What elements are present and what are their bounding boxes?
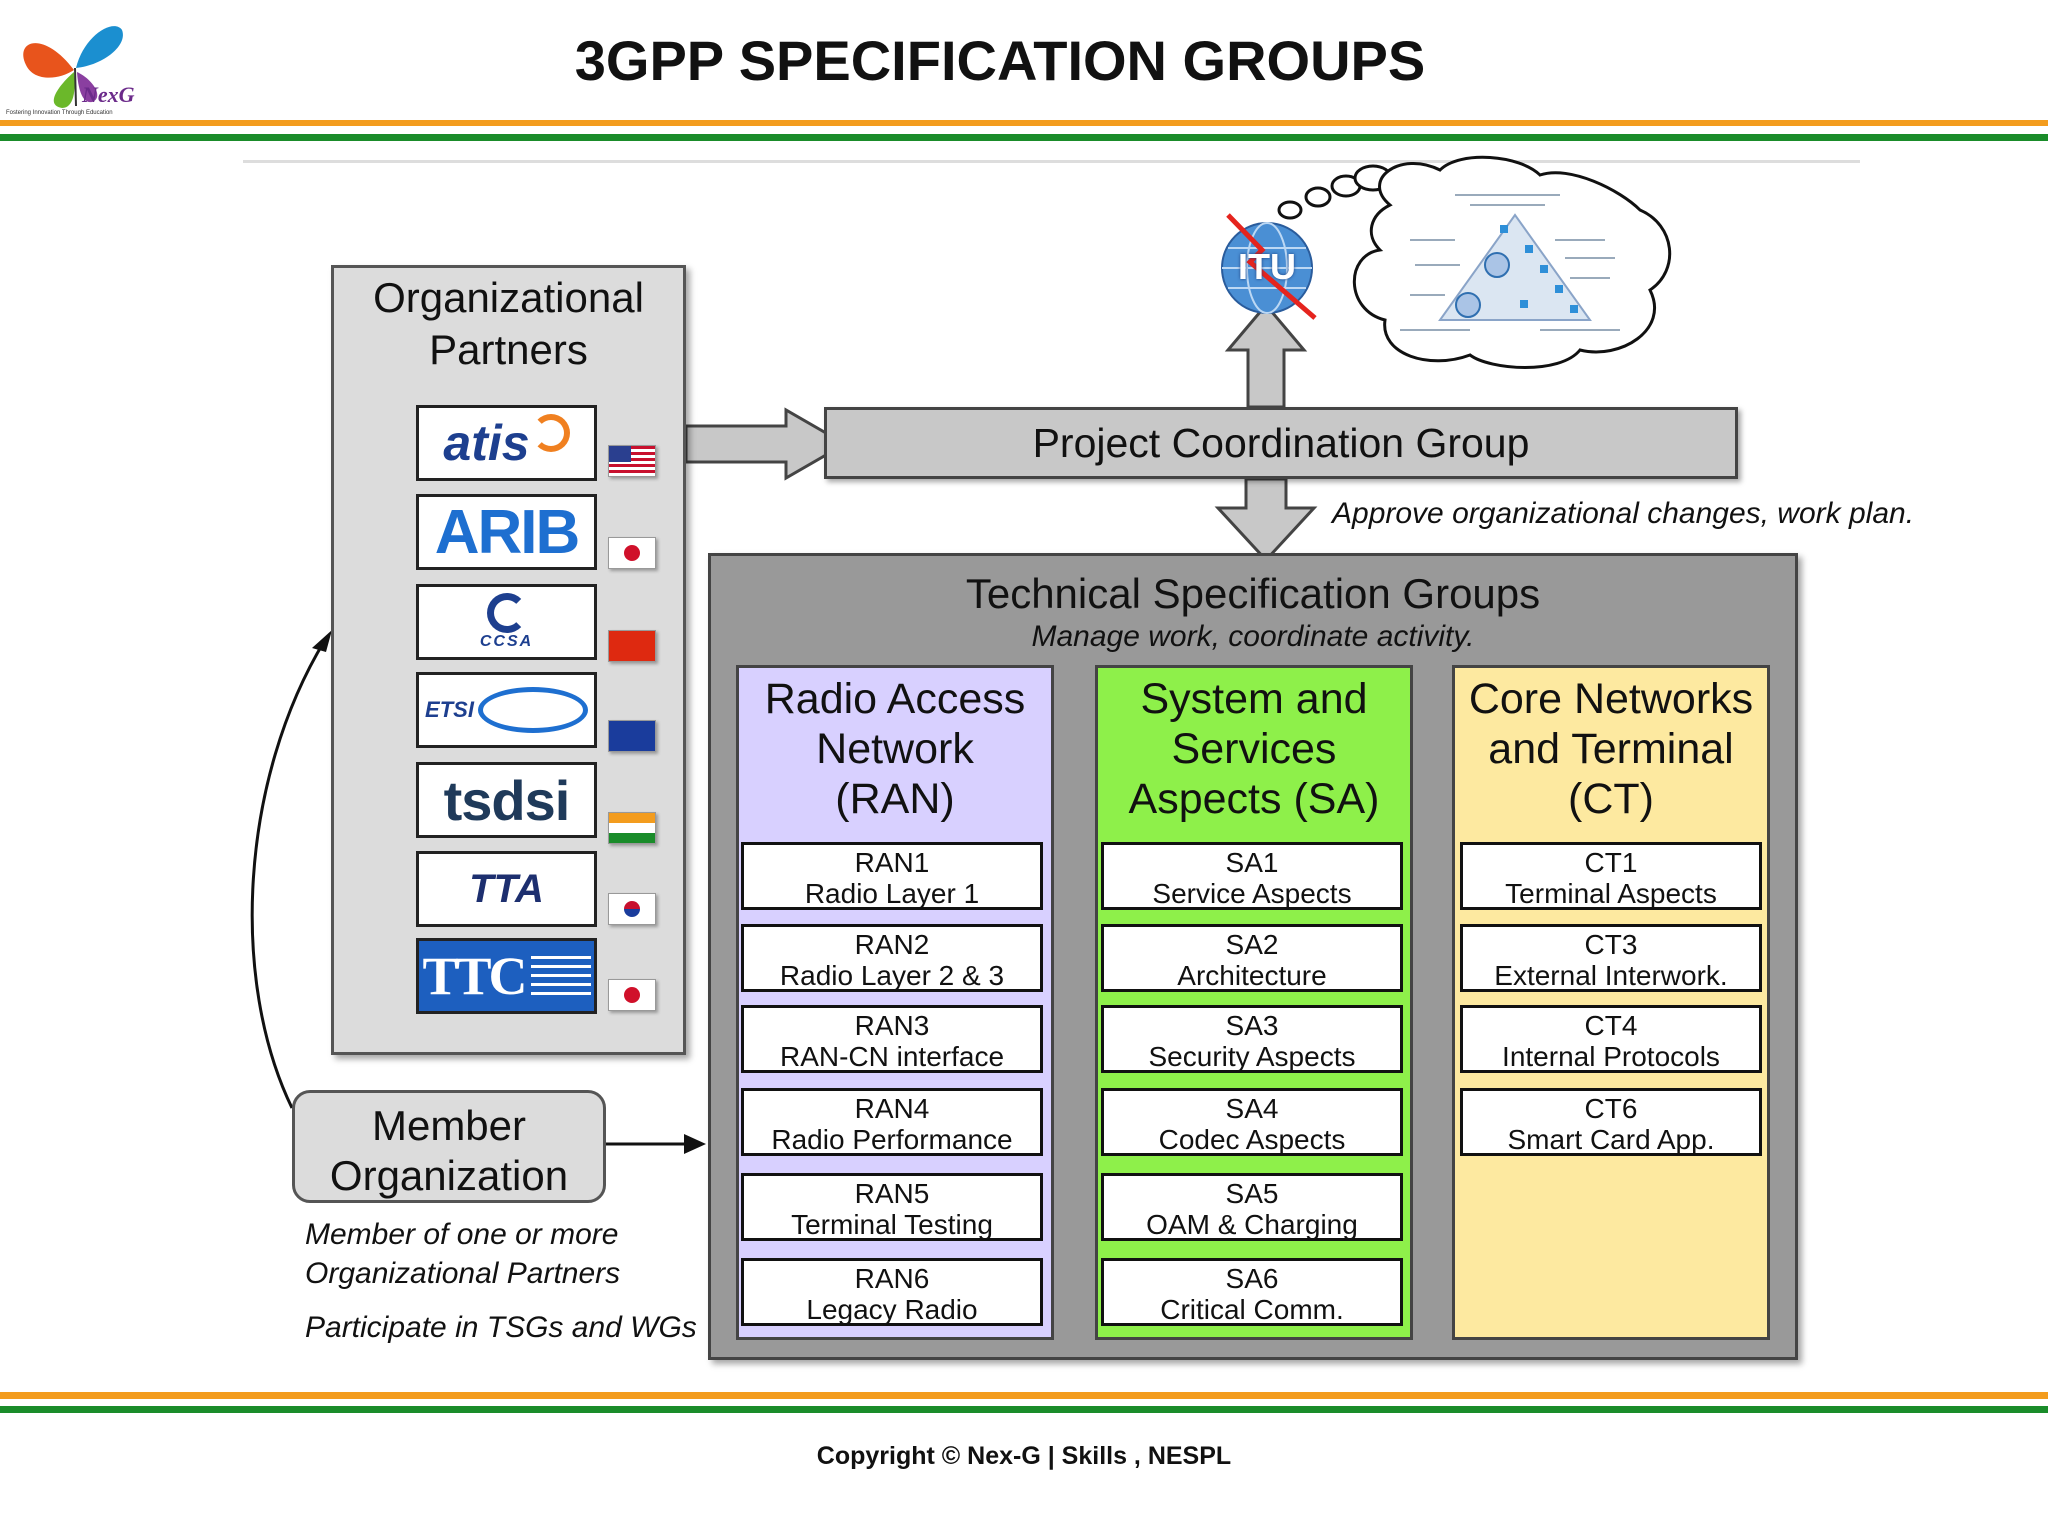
sa-column-header: System and Services Aspects (SA): [1128, 675, 1380, 823]
ct-column: Core Networks and Terminal (CT): [1452, 665, 1770, 1340]
logo-text: NexG: [82, 82, 135, 107]
footer-stripe-green: [0, 1406, 2048, 1413]
pyramid-diagram: [1438, 213, 1592, 321]
copyright-text: Copyright © Nex-G | Skills , NESPL: [816, 1442, 1232, 1470]
arrow-partners-to-pcg: [684, 407, 849, 481]
atis-swoosh-icon: [531, 414, 570, 452]
korea-flag-icon: [608, 893, 656, 925]
itu-label: ITU: [1238, 246, 1296, 287]
member-organization-box: Member Organization: [292, 1090, 606, 1203]
tsdsi-logo: tsdsi: [416, 762, 597, 838]
member-note-2: Organizational Partners: [305, 1257, 621, 1290]
project-coordination-group: Project Coordination Group: [824, 407, 1738, 479]
eu-flag-icon: [608, 720, 656, 752]
etsi-logo: ETSI: [416, 672, 597, 748]
india-flag-icon: [608, 812, 656, 844]
header-stripe-orange: [0, 120, 2048, 126]
tta-logo: TTA: [416, 851, 597, 927]
japan-flag-icon: [608, 537, 656, 569]
divider-line: [243, 160, 1860, 163]
usa-flag-icon: [608, 445, 656, 477]
itu-globe-icon: [1221, 213, 1317, 320]
arrow-pcg-to-itu: [1224, 302, 1308, 409]
pcg-note: Approve organizational changes, work pla…: [1332, 497, 1915, 530]
china-flag-icon: [608, 630, 656, 662]
logo-tagline: Fostering Innovation Through Education: [6, 110, 113, 116]
tsg-subtitle: Manage work, coordinate activity.: [1031, 620, 1475, 653]
arrow-member-to-partners: [250, 639, 327, 1109]
header-stripe-green: [0, 134, 2048, 141]
ttc-text-block-icon: [530, 956, 591, 996]
etsi-rings-icon: [477, 687, 588, 733]
ccsa-logo: CCSA: [416, 584, 597, 660]
footer-stripe-orange: [0, 1392, 2048, 1399]
nexg-logo: NexG Fostering Innovation Through Educat…: [4, 10, 138, 120]
ran-column-header: Radio Access Network (RAN): [764, 675, 1026, 823]
page-title: 3GPP SPECIFICATION GROUPS: [574, 29, 1426, 92]
member-note-3: Participate in TSGs and WGs: [305, 1311, 697, 1344]
butterfly-icon: [23, 26, 123, 108]
arib-logo: ARIB: [416, 494, 597, 570]
arrow-pcg-to-tsg: [1214, 477, 1318, 563]
japan-flag-icon-2: [608, 979, 656, 1011]
organizational-partners-title: Organizational Partners: [373, 274, 644, 373]
member-note-1: Member of one or more: [305, 1218, 619, 1251]
tsg-title: Technical Specification Groups: [965, 570, 1541, 617]
ccsa-emblem-icon: [486, 593, 527, 633]
atis-logo: atis: [416, 405, 597, 481]
ttc-logo: TTC: [416, 938, 597, 1014]
ct-column-header: Core Networks and Terminal (CT): [1468, 675, 1754, 823]
